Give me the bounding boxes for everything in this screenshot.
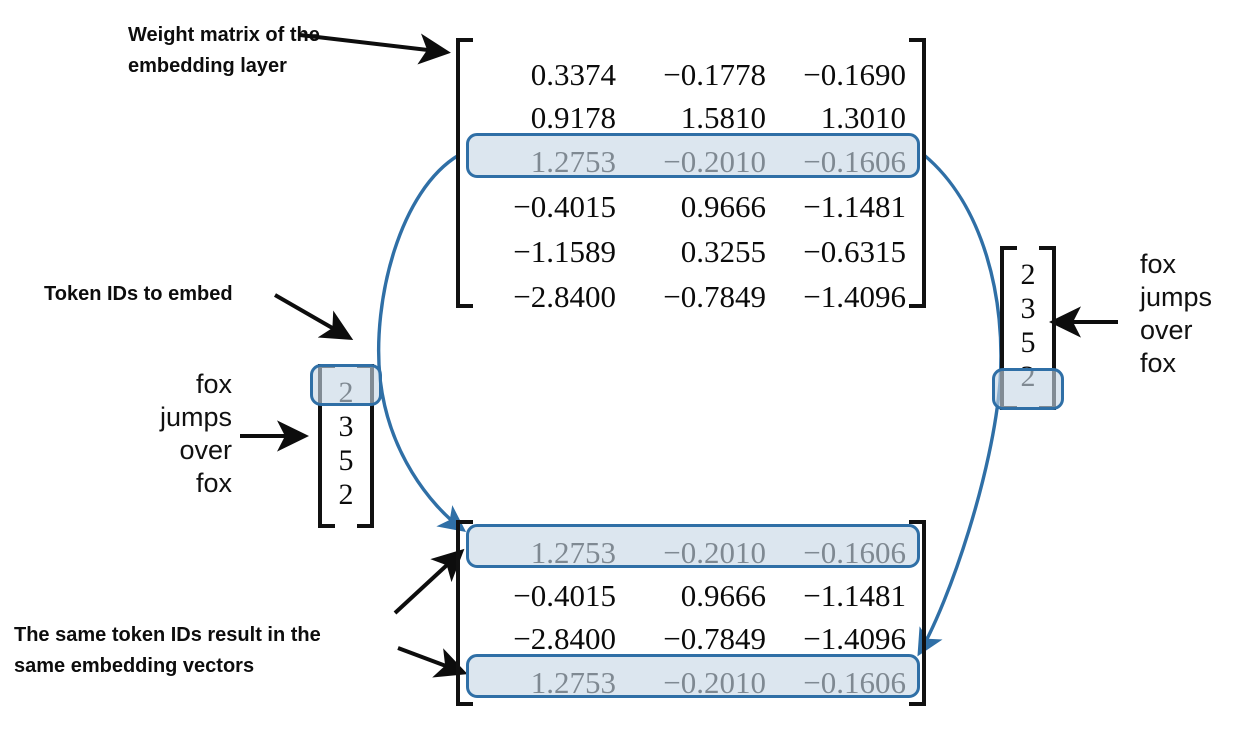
right-id-2: 5 xyxy=(1020,326,1036,359)
left-id-3: 2 xyxy=(338,478,354,511)
weight-matrix-row: 0.9178 1.5810 1.3010 xyxy=(476,95,906,139)
arrow-same-ids-to-row4 xyxy=(397,646,468,678)
output-cell: −1.1481 xyxy=(803,578,906,613)
arrow-same-ids-to-row1 xyxy=(393,548,465,615)
right-token-words: fox jumps over fox xyxy=(1140,248,1244,380)
weight-cell: 1.5810 xyxy=(680,99,766,135)
curve-left-weightrow-to-output xyxy=(376,153,467,533)
output-cell: −0.2010 xyxy=(663,534,766,570)
weight-cell: 0.3374 xyxy=(530,57,616,92)
right-word-0: fox xyxy=(1140,249,1177,279)
right-id-0: 2 xyxy=(1020,258,1036,291)
weight-cell: 0.9178 xyxy=(530,99,616,135)
weight-cell: −0.1606 xyxy=(803,144,906,179)
output-embedding-matrix: 1.2753 −0.2010 −0.1606 −0.4015 0.9666 −1… xyxy=(456,520,926,706)
right-word-3: fox xyxy=(1140,347,1177,378)
curve-right-weightrow-to-output xyxy=(917,153,1003,657)
output-cell: −0.2010 xyxy=(663,664,766,700)
right-token-id-vector: 2 3 5 2 xyxy=(1000,246,1056,410)
weight-matrix-bracket-close xyxy=(909,38,926,308)
left-word-3: fox xyxy=(195,467,232,498)
weight-cell: −0.1778 xyxy=(663,57,766,92)
weight-cell: −1.4096 xyxy=(803,279,906,314)
left-word-1: jumps xyxy=(159,401,232,432)
token-ids-label: Token IDs to embed xyxy=(44,283,233,305)
same-embedding-vectors-label: The same token IDs result in the same em… xyxy=(14,624,321,677)
left-word-2: over xyxy=(179,434,232,465)
left-id-1: 3 xyxy=(338,410,354,443)
right-word-1: jumps xyxy=(1140,281,1213,312)
weight-cell: −1.1481 xyxy=(803,189,906,224)
weight-matrix-bracket-open xyxy=(456,38,473,308)
output-matrix-bracket-open xyxy=(456,520,473,706)
weight-cell: 0.3255 xyxy=(680,234,766,269)
output-cell: −1.4096 xyxy=(803,621,906,656)
weight-matrix-label: Weight matrix of the embedding layer xyxy=(128,24,320,77)
output-matrix-bracket-close xyxy=(909,520,926,706)
output-cell: 0.9666 xyxy=(680,578,766,613)
output-cell: −0.4015 xyxy=(513,578,616,613)
weight-cell: 1.3010 xyxy=(820,99,906,135)
weight-matrix-row: −2.8400 −0.7849 −1.4096 xyxy=(476,274,906,319)
left-id-2: 5 xyxy=(338,444,354,477)
output-cell: 1.2753 xyxy=(530,534,616,570)
left-id-0: 2 xyxy=(338,376,354,409)
right-id-3: 2 xyxy=(1020,360,1036,393)
weight-cell: −2.8400 xyxy=(513,279,616,314)
output-cell: −0.1606 xyxy=(803,534,906,570)
weight-cell: −0.4015 xyxy=(513,189,616,224)
right-word-2: over xyxy=(1140,314,1193,345)
weight-cell: 1.2753 xyxy=(530,144,616,179)
output-cell: −0.1606 xyxy=(803,664,906,700)
weight-cell: −0.6315 xyxy=(803,234,906,269)
weight-cell: −0.2010 xyxy=(663,144,766,179)
left-word-0: fox xyxy=(195,369,232,399)
weight-cell: 0.9666 xyxy=(680,189,766,224)
output-matrix-row-highlighted: 1.2753 −0.2010 −0.1606 xyxy=(476,530,906,574)
weight-cell: −1.1589 xyxy=(513,234,616,269)
right-id-1: 3 xyxy=(1020,292,1036,325)
weight-matrix-row-highlighted: 1.2753 −0.2010 −0.1606 xyxy=(476,139,906,184)
weight-matrix-row: 0.3374 −0.1778 −0.1690 xyxy=(476,54,906,95)
output-matrix-row: −2.8400 −0.7849 −1.4096 xyxy=(476,617,906,660)
output-cell: 1.2753 xyxy=(530,664,616,700)
left-token-id-vector: 2 3 5 2 xyxy=(318,364,374,528)
weight-cell: −0.1690 xyxy=(803,57,906,92)
weight-matrix-row: −0.4015 0.9666 −1.1481 xyxy=(476,184,906,229)
left-token-words: fox jumps over fox xyxy=(100,368,232,500)
output-matrix-row: −0.4015 0.9666 −1.1481 xyxy=(476,574,906,617)
weight-cell: −0.7849 xyxy=(663,279,766,314)
weight-matrix: 0.3374 −0.1778 −0.1690 0.9178 1.5810 1.3… xyxy=(456,38,926,312)
weight-matrix-row: −1.1589 0.3255 −0.6315 xyxy=(476,229,906,274)
output-cell: −0.7849 xyxy=(663,621,766,656)
output-cell: −2.8400 xyxy=(513,621,616,656)
output-matrix-row-highlighted: 1.2753 −0.2010 −0.1606 xyxy=(476,660,906,704)
